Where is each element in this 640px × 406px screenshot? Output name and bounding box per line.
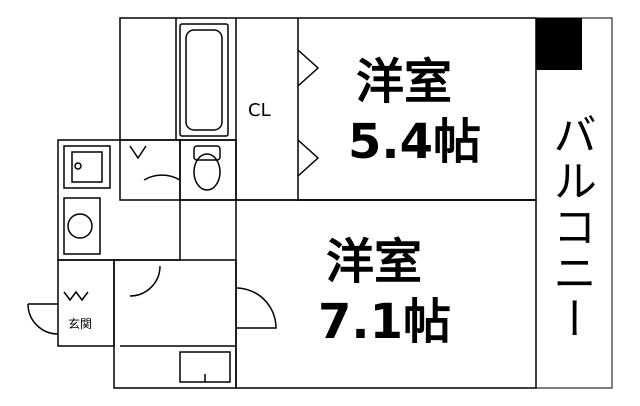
vanity (63, 197, 101, 255)
bedroom-door-swing (235, 287, 277, 329)
corridor-door-swing (129, 265, 161, 297)
washer-pan (63, 145, 111, 189)
entrance-block (57, 259, 115, 347)
room-2-name: 洋室 (326, 234, 423, 290)
balcony-pipe-space (536, 18, 582, 70)
outer-wall-upper (119, 17, 537, 201)
balcony-label: バルコニー (545, 112, 596, 342)
room-1-size: 5.4帖 (348, 114, 482, 170)
entrance-door-swing (27, 303, 59, 335)
shoe-rack-mark (63, 290, 89, 302)
corridor-block (113, 259, 237, 389)
entrance-label: 玄関 (68, 317, 93, 331)
closet-door-1 (297, 49, 320, 87)
bathtub-inner (185, 29, 223, 131)
toilet-bowl (193, 153, 221, 191)
bathtub (179, 23, 229, 137)
toilet-door-swing (143, 174, 181, 181)
vanity-sink (67, 213, 93, 239)
room-1-name: 洋室 (356, 54, 453, 110)
closet-label: CL (248, 100, 271, 121)
closet-door-2 (297, 139, 320, 177)
washer-drum (71, 151, 103, 183)
washer-drain (74, 162, 82, 170)
toilet-tank (193, 145, 221, 161)
room-2-size: 7.1帖 (318, 294, 452, 350)
toilet-room (179, 139, 237, 201)
wash-door-mark (129, 145, 147, 160)
